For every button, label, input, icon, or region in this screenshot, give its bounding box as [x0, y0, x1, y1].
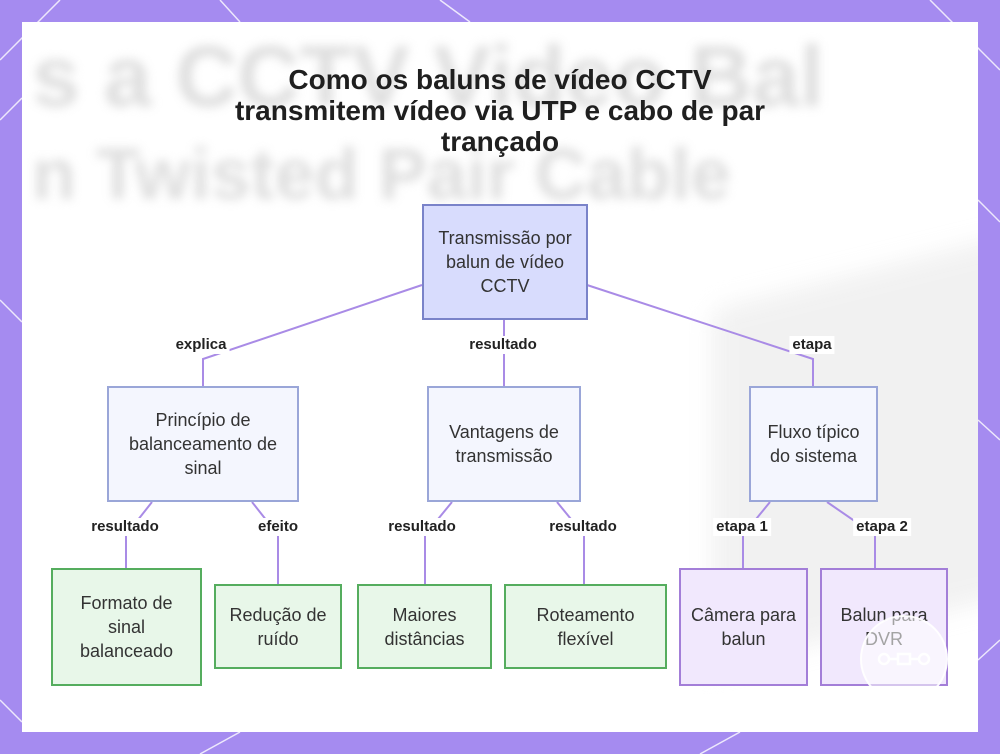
background-watermark-text: s a CCTV Video Bal	[32, 29, 824, 125]
node-balanced-signal-label: Formato de sinal balanceado	[79, 593, 174, 661]
node-advantages: Vantagens de transmissão	[427, 386, 581, 502]
node-flow-label: Fluxo típico do sistema	[767, 422, 860, 466]
edge-principle-noise	[251, 501, 279, 584]
diagram-card: s a CCTV Video Bal n Twisted Pair Cable …	[22, 22, 978, 732]
edge-root-principle	[202, 284, 423, 386]
edge-label-resultado-3: resultado	[546, 518, 620, 536]
node-advantages-label: Vantagens de transmissão	[449, 422, 559, 466]
edge-label-efeito: efeito	[254, 518, 302, 536]
node-longer-distances: Maiores distâncias	[357, 584, 492, 669]
edge-advantages-routing	[556, 501, 585, 584]
edge-label-etapa-2: etapa 2	[853, 518, 911, 536]
edge-label-resultado-1: resultado	[88, 518, 162, 536]
node-principle-label: Princípio de balanceamento de sinal	[128, 410, 278, 478]
node-camera-to-balun: Câmera para balun	[679, 568, 808, 686]
node-flow: Fluxo típico do sistema	[749, 386, 878, 502]
edge-label-etapa: etapa	[789, 336, 835, 354]
node-balanced-signal: Formato de sinal balanceado	[51, 568, 202, 686]
logo-icon	[860, 615, 948, 703]
node-longer-distances-label: Maiores distâncias	[384, 604, 465, 649]
edge-label-etapa-1: etapa 1	[713, 518, 771, 536]
diagram-title: Como os baluns de vídeo CCTV transmitem …	[234, 64, 766, 157]
edge-advantages-distance	[424, 501, 453, 584]
background-watermark-text-2: n Twisted Pair Cable	[32, 135, 731, 215]
node-principle: Princípio de balanceamento de sinal	[107, 386, 299, 502]
node-camera-to-balun-label: Câmera para balun	[690, 605, 797, 649]
edge-label-explica: explica	[172, 336, 230, 354]
node-flexible-routing-label: Roteamento flexível	[536, 604, 635, 649]
node-noise-reduction: Redução de ruído	[214, 584, 342, 669]
node-root: Transmissão por balun de vídeo CCTV	[422, 204, 588, 320]
edge-root-flow	[586, 284, 814, 386]
node-noise-reduction-label: Redução de ruído	[229, 604, 327, 649]
edge-label-resultado-2: resultado	[385, 518, 459, 536]
node-flexible-routing: Roteamento flexível	[504, 584, 667, 669]
logo-mark	[877, 652, 931, 666]
node-root-label: Transmissão por balun de vídeo CCTV	[438, 228, 572, 296]
edge-label-resultado-top: resultado	[466, 336, 540, 354]
